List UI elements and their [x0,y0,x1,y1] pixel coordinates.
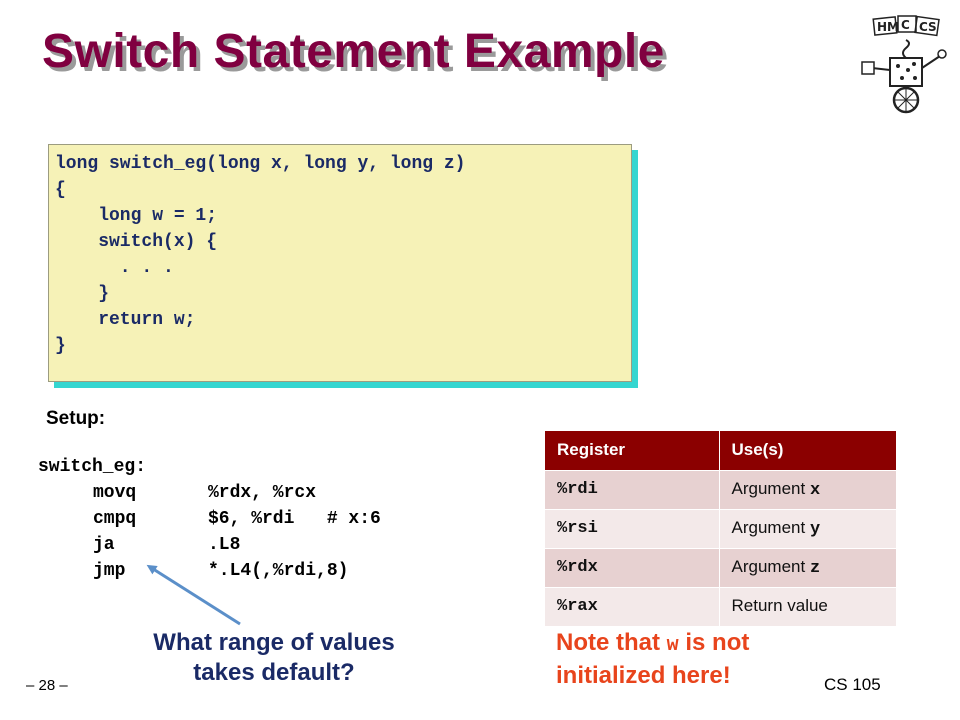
code-line: { [55,180,66,200]
note-line: Note that w is not [556,628,816,661]
code-line: long w = 1; [55,206,218,226]
register-use: Argument z [719,547,896,587]
note-part: is not [678,629,750,656]
asm-line: cmpq $6, %rdi # x:6 [38,506,381,532]
table-row: %rdi Argument x [545,469,896,509]
asm-op: movq [93,483,137,503]
page-number: – 28 – [26,677,68,694]
asm-args: $6, %rdi # x:6 [208,509,381,529]
column-header: Register [545,431,720,470]
use-text: Argument [731,479,810,498]
asm-line: ja .L8 [38,532,381,558]
code-line: return w; [55,310,196,330]
note-line: initialized here! [556,662,731,689]
code-line: . . . [55,258,174,278]
code-line: } [55,336,66,356]
asm-op: jmp [93,561,126,581]
register-use: Argument x [719,469,896,509]
table-row: %rax Return value [545,586,896,626]
svg-text:C: C [901,18,910,32]
asm-label: switch_eg: [38,457,147,477]
question-line: What range of values [153,629,395,656]
asm-args: %rdx, %rcx [208,483,317,503]
svg-text:CS: CS [919,20,937,34]
register-table: Register Use(s) %rdi Argument x %rsi Arg… [545,431,896,626]
register-use: Return value [719,586,896,626]
svg-text:HM: HM [877,20,899,34]
register-use: Argument y [719,508,896,548]
c-code-box: long switch_eg(long x, long y, long z) {… [48,144,632,382]
use-var: z [809,559,821,578]
setup-label: Setup: [46,408,106,429]
question-line: takes default? [193,659,355,686]
asm-line: movq %rdx, %rcx [38,480,381,506]
asm-args: .L8 [208,535,241,555]
use-text: Argument [731,557,810,576]
asm-op: ja [93,535,115,555]
asm-op: cmpq [93,509,137,529]
table-row: %rsi Argument y [545,508,896,548]
asm-args: *.L4(,%rdi,8) [208,561,349,581]
slide-title: Switch Statement Example [42,25,665,78]
asm-line: jmp *.L4(,%rdi,8) [38,558,381,584]
use-text: Return value [731,596,828,616]
code-line: } [55,284,110,304]
note-part: Note that [556,629,667,656]
hmc-cs-logo-icon: HM C CS [861,15,947,114]
register-name: %rax [545,586,720,626]
register-name: %rsi [545,508,720,548]
code-line: long switch_eg(long x, long y, long z) [55,154,466,174]
note-var: w [666,634,679,657]
code-line: switch(x) { [55,232,218,252]
question-text: What range of values takes default? [80,628,468,688]
column-header: Use(s) [719,431,896,470]
note-text: Note that w is not initialized here! [556,628,816,691]
use-var: y [809,520,821,539]
table-header-row: Register Use(s) [545,431,896,470]
table-row: %rdx Argument z [545,547,896,587]
use-var: x [809,481,821,500]
assembly-listing: switch_eg: movq %rdx, %rcx cmpq $6, %rdi #… [38,454,381,584]
register-name: %rdx [545,547,720,587]
use-text: Argument [731,518,810,537]
register-name: %rdi [545,469,720,509]
course-label: CS 105 [824,675,881,694]
